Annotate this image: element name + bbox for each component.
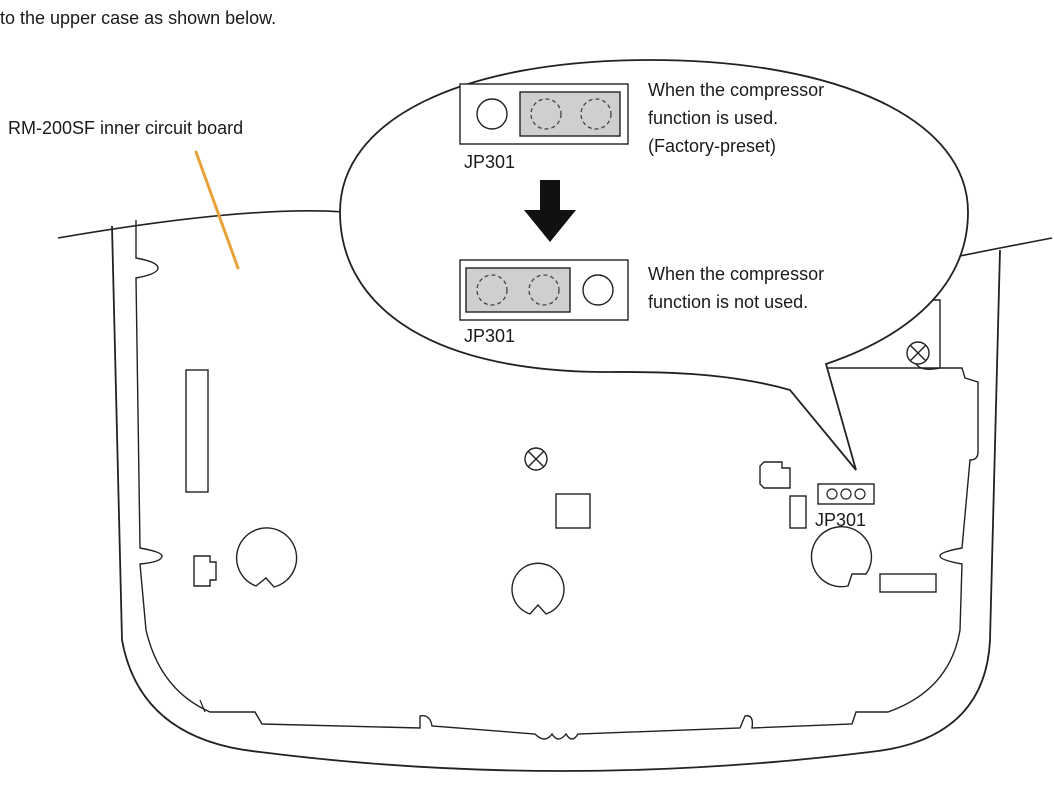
jumper-used-label: JP301 (464, 152, 515, 172)
board-bottom-notch-left (199, 699, 206, 713)
jumper-not-used-diagram (459, 259, 629, 321)
board-label: RM-200SF inner circuit board (8, 118, 243, 138)
left-small-connector (193, 555, 217, 587)
left-vertical-connector (185, 369, 209, 493)
screw-icon-top-right (906, 341, 930, 365)
board-jumper-jp301 (817, 483, 875, 505)
case-top-edge-right (959, 237, 1053, 257)
not-used-text-line2: function is not used. (648, 292, 808, 312)
board-label-leader-line (194, 150, 240, 270)
right-round-hole (810, 526, 873, 588)
used-text-line1: When the compressor (648, 80, 824, 100)
right-horizontal-slot (879, 573, 937, 593)
bottom-center-round-hole (511, 562, 565, 615)
case-top-edge (57, 209, 346, 239)
not-used-text-line1: When the compressor (648, 264, 824, 284)
board-jumper-label: JP301 (815, 510, 866, 530)
right-small-connector (759, 461, 791, 489)
board-right-upper (915, 299, 941, 371)
used-text-line3: (Factory-preset) (648, 136, 776, 156)
jumper-not-used-label: JP301 (464, 326, 515, 346)
callout-bubble (339, 59, 969, 471)
center-square-component (555, 493, 591, 529)
case-outer-outline (111, 225, 1001, 772)
left-round-hole (235, 527, 298, 588)
intro-text: to the upper case as shown below. (0, 8, 276, 28)
used-text-line2: function is used. (648, 108, 778, 128)
jumper-used-diagram (459, 83, 629, 145)
down-arrow-icon (524, 180, 576, 242)
screw-icon-center (524, 447, 548, 471)
right-small-vertical-part (789, 495, 807, 529)
board-inner-outline (135, 220, 979, 740)
